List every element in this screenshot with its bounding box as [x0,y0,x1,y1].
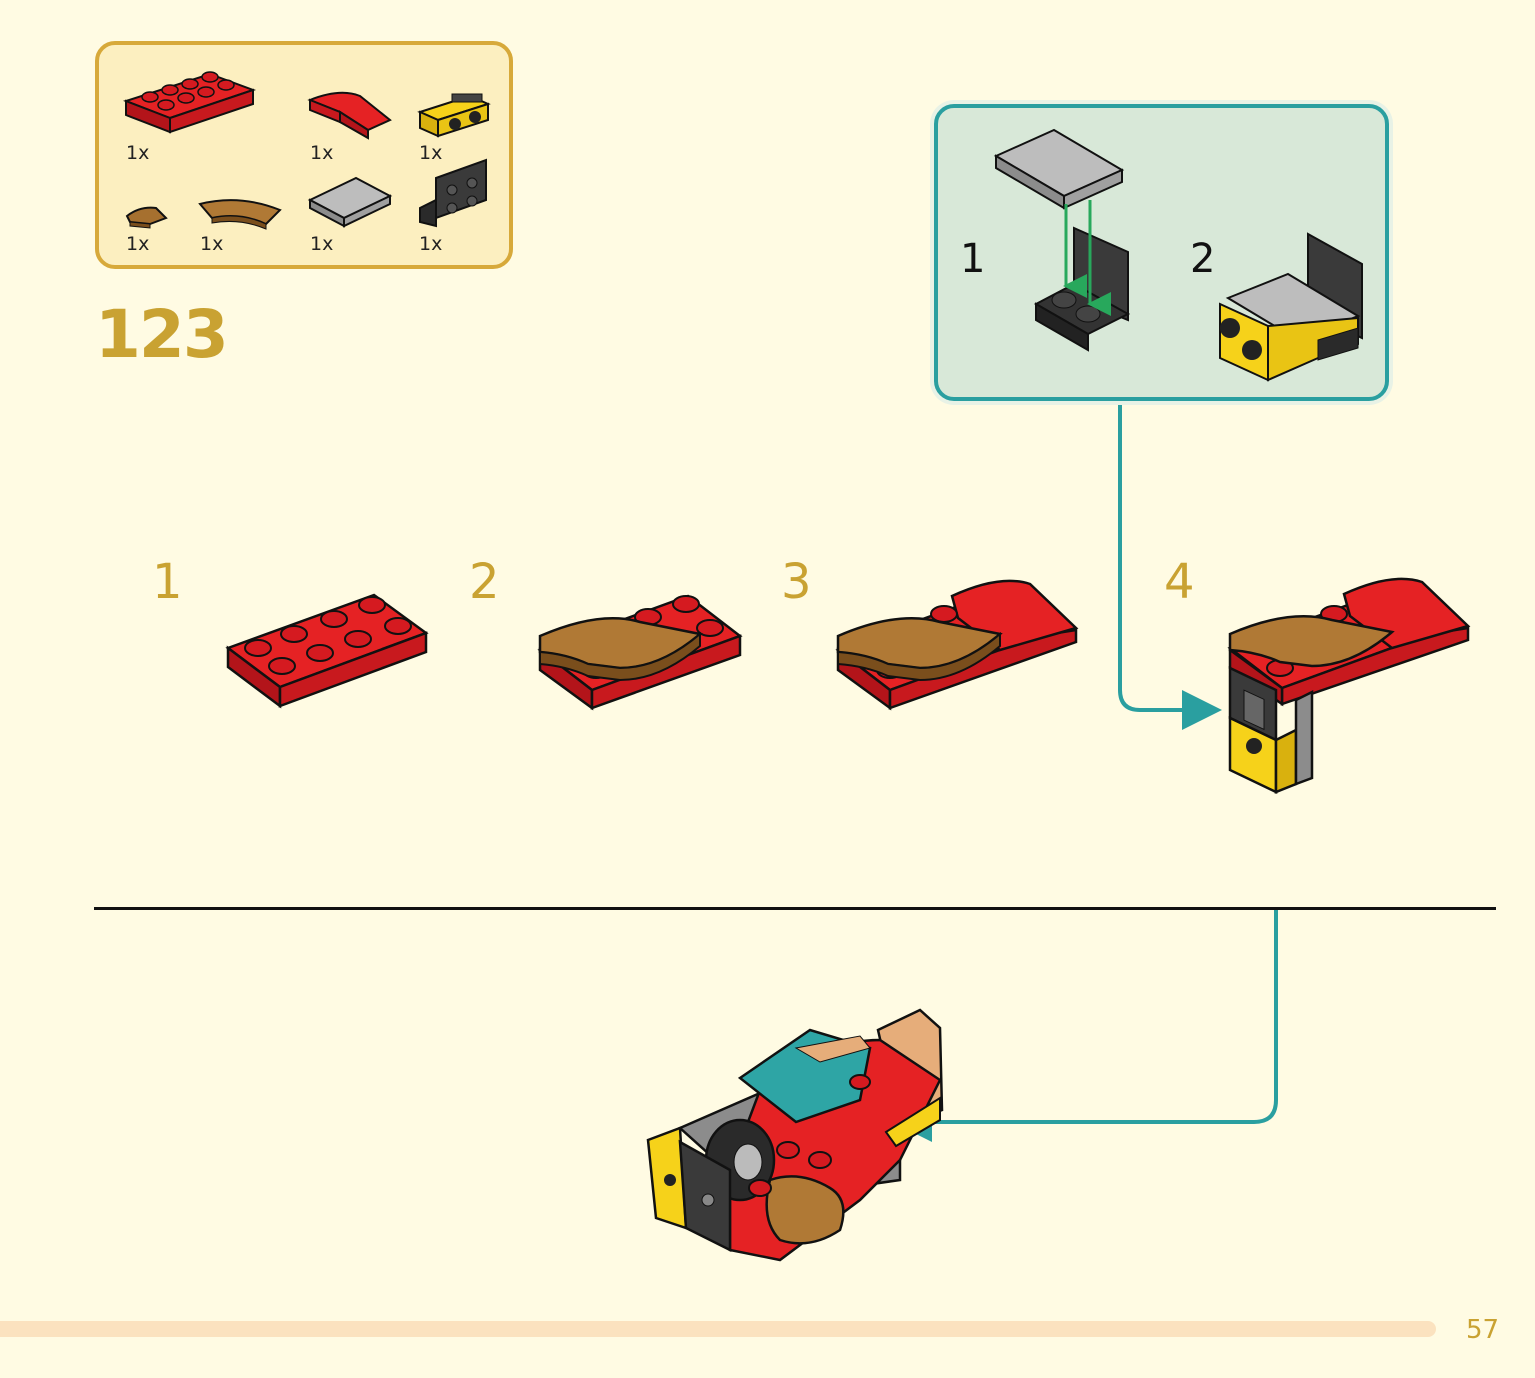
substep-3-number: 3 [781,554,812,610]
substep-1-model [225,593,429,709]
part-brown-arc-tile [198,199,282,230]
callout-illustrations [993,128,1363,382]
parts-list-box [95,41,513,269]
qty-red-plate: 1x [126,142,150,164]
callout-grey-tile [993,128,1125,210]
part-grey-tile [307,176,393,228]
callout-connector-arrow [1118,402,1222,730]
part-red-plate-2x4 [123,71,256,134]
assembly-connector-arrow [892,910,1278,1142]
substep-2-model [537,594,743,711]
qty-yellow-bracket: 1x [419,142,443,164]
part-red-curved-slope [307,91,392,140]
substep-4-number: 4 [1164,554,1195,610]
part-yellow-bracket [417,93,491,138]
step-divider [94,907,1496,910]
qty-brown-small-tile: 1x [126,233,150,255]
qty-black-bracket: 1x [419,233,443,255]
part-black-bracket [419,158,487,228]
step-number: 123 [95,296,229,373]
qty-red-slope: 1x [310,142,334,164]
qty-brown-arc-tile: 1x [200,233,224,255]
substep-2-number: 2 [469,554,500,610]
substep-3-model [835,579,1079,711]
page-number: 57 [1466,1315,1500,1345]
part-brown-small-tile [125,206,168,229]
qty-grey-tile: 1x [310,233,334,255]
sub-assembly-callout: 1 2 [934,104,1389,401]
callout-step-2: 2 [1190,236,1216,282]
page-progress-bar [0,1321,1436,1337]
substep-4-model [1227,577,1471,794]
final-assembly-model [646,1008,944,1262]
callout-black-bracket [1033,226,1131,352]
callout-step-1: 1 [960,236,986,282]
substep-1-number: 1 [152,554,183,610]
callout-result-model [1219,232,1363,382]
